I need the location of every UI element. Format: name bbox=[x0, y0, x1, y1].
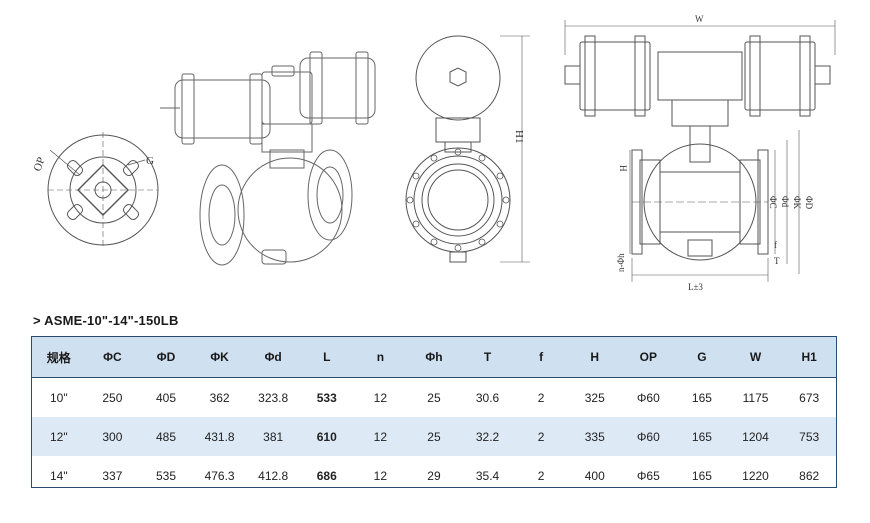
table-cell: 673 bbox=[799, 390, 820, 405]
table-cell: 686 bbox=[316, 468, 337, 483]
label-phi-d-small: Φd bbox=[780, 196, 790, 208]
table-cell: 1220 bbox=[742, 468, 769, 483]
label-l: L±3 bbox=[688, 282, 703, 292]
table-cell: 12 bbox=[373, 468, 388, 483]
table-cell: 35.4 bbox=[475, 468, 500, 483]
label-f: f bbox=[774, 240, 777, 250]
header-cell: 规格 bbox=[32, 337, 86, 378]
table-cell: 1204 bbox=[728, 417, 783, 456]
header-cell: ΦC bbox=[85, 337, 140, 378]
table-cell: 300 bbox=[85, 417, 140, 456]
valve-isometric-view bbox=[160, 51, 376, 266]
label-n-phi-h: n-Φh bbox=[616, 253, 626, 272]
valve-section-view bbox=[564, 20, 836, 282]
header-cell: ΦK bbox=[192, 337, 247, 378]
table-cell: 2 bbox=[537, 468, 545, 483]
table-cell: 32.2 bbox=[460, 417, 515, 456]
header-cell: H bbox=[567, 337, 622, 378]
table-header-row: 规格 ΦC ΦD ΦK Φd L n Φh T f H OP G W H1 bbox=[32, 337, 836, 378]
table-cell: 862 bbox=[799, 468, 820, 483]
table-cell: 476.3 bbox=[204, 468, 235, 483]
table-cell: 485 bbox=[139, 417, 193, 456]
label-h1: H1 bbox=[513, 130, 525, 143]
table-cell: 405 bbox=[155, 390, 176, 405]
header-cell: W bbox=[728, 337, 783, 378]
flange-top-view bbox=[47, 132, 159, 248]
label-g: G bbox=[146, 155, 154, 167]
header-cell: G bbox=[675, 337, 729, 378]
label-phi-k: ΦK bbox=[792, 196, 802, 210]
header-cell: ΦD bbox=[139, 337, 193, 378]
table-cell: 25 bbox=[407, 417, 461, 456]
table-cell: Φ65 bbox=[636, 468, 660, 483]
header-cell: OP bbox=[621, 337, 676, 378]
table-cell: 431.8 bbox=[192, 417, 247, 456]
table-cell: 12 bbox=[373, 390, 388, 405]
header-cell: Φh bbox=[407, 337, 461, 378]
table-cell: 412.8 bbox=[258, 468, 289, 483]
header-cell: L bbox=[299, 337, 354, 378]
table-cell: 381 bbox=[246, 417, 300, 456]
table-cell: Φ60 bbox=[621, 417, 676, 456]
table-cell: 400 bbox=[584, 468, 605, 483]
table-cell: 165 bbox=[691, 468, 712, 483]
table-cell: 610 bbox=[299, 417, 354, 456]
table-cell: 12" bbox=[32, 417, 86, 456]
section-title: > ASME-10"-14"-150LB bbox=[33, 313, 179, 328]
valve-technical-drawing: OP G H1 W H ΦC Φd ΦK ΦD f T n-Φh L±3 bbox=[32, 14, 836, 292]
table-cell: Φ60 bbox=[636, 390, 660, 405]
label-phi-c: ΦC bbox=[768, 196, 778, 209]
label-phi-d: ΦD bbox=[804, 196, 814, 210]
table-row: 10" 250 405 362 323.8 533 12 25 30.6 2 3… bbox=[32, 378, 836, 418]
table-cell: 325 bbox=[584, 390, 605, 405]
table-cell: 165 bbox=[675, 417, 729, 456]
table-cell: 250 bbox=[102, 390, 123, 405]
table-cell: 25 bbox=[427, 390, 441, 405]
label-t: T bbox=[774, 256, 780, 266]
table-cell: 10" bbox=[49, 390, 68, 405]
valve-front-view bbox=[405, 35, 530, 263]
table-cell: 14" bbox=[49, 468, 68, 483]
header-cell: H1 bbox=[782, 337, 836, 378]
table-cell: 2 bbox=[514, 417, 568, 456]
table-cell: 335 bbox=[567, 417, 622, 456]
table-cell: 29 bbox=[427, 468, 441, 483]
table-cell: 535 bbox=[155, 468, 176, 483]
table-cell: 165 bbox=[691, 390, 712, 405]
table-cell: 362 bbox=[209, 390, 230, 405]
table-cell: 12 bbox=[353, 417, 408, 456]
label-op: OP bbox=[32, 156, 48, 173]
header-cell: T bbox=[460, 337, 515, 378]
header-cell: n bbox=[353, 337, 408, 378]
spec-table: 规格 ΦC ΦD ΦK Φd L n Φh T f H OP G W H1 10… bbox=[31, 336, 837, 488]
header-cell: f bbox=[514, 337, 568, 378]
table-row: 14" 337 535 476.3 412.8 686 12 29 35.4 2… bbox=[32, 456, 836, 495]
label-h: H bbox=[618, 165, 628, 172]
table-row: 12" 300 485 431.8 381 610 12 25 32.2 2 3… bbox=[32, 417, 836, 456]
label-w: W bbox=[695, 14, 704, 24]
table-cell: 533 bbox=[316, 390, 337, 405]
table-cell: 1175 bbox=[742, 390, 769, 405]
table-cell: 337 bbox=[102, 468, 123, 483]
table-cell: 753 bbox=[782, 417, 836, 456]
table-cell: 30.6 bbox=[475, 390, 500, 405]
table-cell: 323.8 bbox=[258, 390, 289, 405]
table-cell: 2 bbox=[537, 390, 545, 405]
header-cell: Φd bbox=[246, 337, 300, 378]
